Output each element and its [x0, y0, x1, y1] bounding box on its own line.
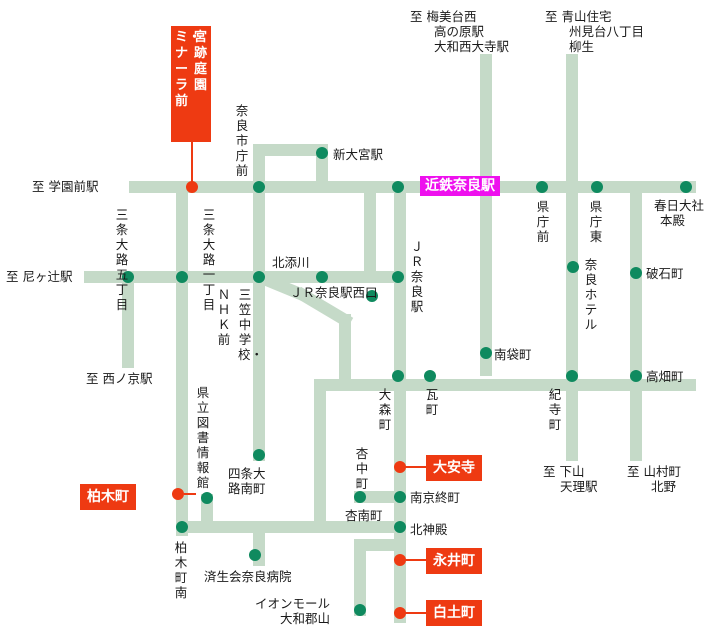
stop-saiseikai: 済生会奈良病院	[204, 569, 292, 584]
stop-kitagoten: 北神殿	[410, 522, 448, 537]
stop-dot[interactable]	[253, 271, 265, 283]
stop-kasuga: 春日大社 本殿	[654, 198, 705, 228]
stop-library: 県立図書情報館	[196, 385, 210, 490]
stop-dot[interactable]	[392, 271, 404, 283]
route-segment	[251, 269, 311, 303]
stop-dot[interactable]	[566, 370, 578, 382]
direction-shimoyama: 至 下山 天理駅	[543, 464, 598, 494]
highlight-stop-dot[interactable]	[172, 488, 184, 500]
direction-umemidai: 至 梅美台西 高の原駅 大和西大寺駅	[410, 9, 510, 54]
highlight-shirotsuchi[interactable]: 白土町	[426, 600, 482, 626]
stop-takabatake: 高畑町	[646, 369, 684, 384]
stop-kawara: 瓦町	[425, 387, 439, 417]
stop-kitasoegawa: 北添川	[272, 255, 310, 270]
highlight-nagai[interactable]: 永井町	[426, 548, 482, 574]
stop-mikasa: 三笠中学校・	[238, 287, 264, 362]
stop-dot[interactable]	[630, 267, 642, 279]
stop-dot[interactable]	[394, 521, 406, 533]
stop-shijo: 四条大路南町	[228, 466, 266, 496]
highlight-daianji[interactable]: 大安寺	[426, 455, 482, 481]
stop-dot[interactable]	[366, 290, 378, 302]
stop-kencho-mae: 県庁前	[536, 199, 550, 244]
stop-dot[interactable]	[567, 261, 579, 273]
stop-haiseki: 破石町	[646, 266, 684, 281]
stop-sanjo-1: 三条大路一丁目	[202, 207, 216, 312]
stop-dot[interactable]	[394, 491, 406, 503]
stop-aeon: イオンモール 大和郡山	[255, 596, 331, 626]
stop-dot[interactable]	[354, 604, 366, 616]
stop-jr-nara-nishi: ＪＲ奈良駅西口	[290, 285, 378, 300]
stop-dot[interactable]	[176, 521, 188, 533]
stop-dot[interactable]	[253, 449, 265, 461]
stop-nantai: 南袋町	[494, 347, 532, 362]
stop-dot[interactable]	[176, 271, 188, 283]
stop-dot[interactable]	[201, 492, 213, 504]
stop-kashiwagi-minami: 柏木町南	[174, 540, 188, 600]
stop-dot[interactable]	[424, 370, 436, 382]
highlight-miyaato-col-2: ミ・ナーラ前	[175, 30, 202, 109]
stop-nara-hotel: 奈良ホテル	[584, 257, 598, 332]
stop-shimin-chosha: 奈良市庁前	[235, 103, 249, 178]
stop-dot[interactable]	[253, 181, 265, 193]
stop-dot[interactable]	[354, 491, 366, 503]
direction-aoyama: 至 青山住宅 州見台八丁目 柳生	[545, 9, 645, 54]
direction-yamamura: 至 山村町 北野	[627, 464, 681, 494]
stop-dot[interactable]	[249, 549, 261, 561]
stop-sanjo-5: 三条大路五丁目	[115, 207, 129, 312]
stop-kidera: 紀寺町	[548, 387, 562, 432]
stop-dot[interactable]	[316, 147, 328, 159]
station-kintetsu-nara[interactable]: 近鉄奈良駅	[420, 176, 500, 196]
stop-nhk: ＮＨＫ前	[217, 287, 231, 347]
stop-omori: 大森町	[378, 387, 392, 432]
highlight-kashiwagi[interactable]: 柏木町	[80, 484, 136, 510]
stop-dot[interactable]	[680, 181, 692, 193]
stop-dot[interactable]	[392, 181, 404, 193]
stop-kencho-higashi: 県庁東	[589, 199, 603, 244]
stop-nankyo: 南京終町	[410, 490, 461, 505]
stop-shin-omiya: 新大宮駅	[333, 147, 384, 162]
stop-dot[interactable]	[591, 181, 603, 193]
stop-dot[interactable]	[316, 271, 328, 283]
stop-dot[interactable]	[392, 370, 404, 382]
stop-dot[interactable]	[630, 370, 642, 382]
highlight-miyaato[interactable]: 宮跡庭園・ミ・ナーラ前	[171, 26, 221, 142]
route-segment	[294, 286, 354, 329]
stop-dot[interactable]	[122, 271, 134, 283]
stop-dot[interactable]	[536, 181, 548, 193]
stop-dot[interactable]	[480, 347, 492, 359]
direction-amagatsuji: 至 尼ヶ辻駅	[6, 269, 73, 284]
direction-gakuenmae: 至 学園前駅	[32, 179, 99, 194]
highlight-miyaato-col-1: 宮跡庭園・	[194, 30, 221, 93]
stop-kyunaka: 杏中町	[355, 446, 369, 491]
stop-jr-nara: ＪＲ奈良駅	[410, 239, 424, 314]
direction-nishinokyo: 至 西ノ京駅	[86, 371, 153, 386]
stop-kyunan: 杏南町	[345, 508, 383, 523]
